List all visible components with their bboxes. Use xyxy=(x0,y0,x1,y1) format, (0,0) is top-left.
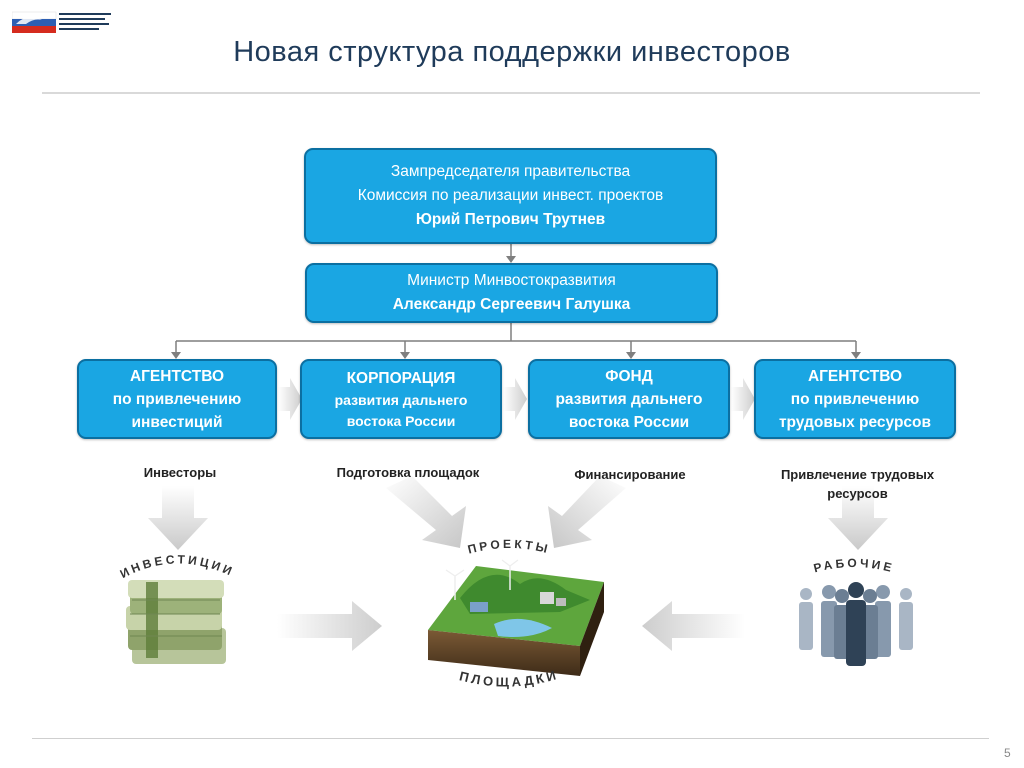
minister-box: Министр Минвостокразвития Александр Серг… xyxy=(305,263,718,323)
money-stack-icon xyxy=(126,580,226,664)
arrow-down-investors xyxy=(148,486,208,550)
ministry-logo xyxy=(11,10,112,36)
arrow-down-workers xyxy=(828,486,888,550)
workers-label: РАБОЧИЕ xyxy=(812,556,893,575)
title-divider xyxy=(42,92,980,94)
agency-4-line3: трудовых ресурсов xyxy=(778,413,932,431)
agency-2-line1: КОРПОРАЦИЯ xyxy=(346,369,456,387)
agency-4-line1: АГЕНТСТВО xyxy=(807,367,903,385)
top-box-line1: Зампредседателя правительства xyxy=(390,163,631,180)
agency-investments-box: АГЕНТСТВО по привлечению инвестиций xyxy=(77,359,277,439)
fund-box: ФОНД развития дальнего востока России xyxy=(528,359,730,439)
minister-box-name: Александр Сергеевич Галушка xyxy=(392,296,631,313)
arrow-between-2-3 xyxy=(503,378,527,420)
minister-box-line1: Министр Минвостокразвития xyxy=(407,272,616,289)
arrow-left-workers xyxy=(642,601,745,651)
arrow-between-1-2 xyxy=(278,378,302,420)
arrow-diag-financing xyxy=(548,476,626,548)
arrow-right-investments xyxy=(277,601,382,651)
agency-3-line2: развития дальнего xyxy=(555,390,703,408)
caption-investors: Инвесторы xyxy=(143,465,217,480)
caption-labor-line2: ресурсов xyxy=(827,486,888,501)
page-number: 5 xyxy=(1004,746,1011,760)
arrow-diag-preparation xyxy=(386,476,466,548)
page-title: Новая структура поддержки инвесторов xyxy=(233,36,791,68)
flag-emblem-icon xyxy=(11,11,111,33)
top-box-name: Юрий Петрович Трутнев xyxy=(415,211,606,228)
agency-4-line2: по привлечению xyxy=(790,390,920,408)
agency-1-line1: АГЕНТСТВО xyxy=(129,367,225,385)
caption-financing: Финансирование xyxy=(574,467,686,482)
deputy-chairman-box: Зампредседателя правительства Комиссия п… xyxy=(304,148,717,244)
corporation-box: КОРПОРАЦИЯ развития дальнего востока Рос… xyxy=(300,359,502,439)
sites-label: ПЛОЩАДКИ xyxy=(458,667,557,690)
caption-site-preparation: Подготовка площадок xyxy=(336,465,480,480)
agency-labor-box: АГЕНТСТВО по привлечению трудовых ресурс… xyxy=(754,359,956,439)
landscape-site-icon xyxy=(428,559,604,676)
caption-labor-line1: Привлечение трудовых xyxy=(780,467,935,482)
svg-text:ПРОЕКТЫ: ПРОЕКТЫ xyxy=(466,537,552,557)
agency-3-line3: востока России xyxy=(568,413,690,431)
agency-3-line1: ФОНД xyxy=(605,367,653,385)
projects-label: ПРОЕКТЫ xyxy=(466,537,549,557)
investments-label: ИНВЕСТИЦИИ xyxy=(118,552,234,581)
agency-2-line2: развития дальнего xyxy=(334,391,468,408)
top-box-line2: Комиссия по реализации инвест. проектов xyxy=(357,187,664,204)
connector-minister-branches xyxy=(175,323,857,353)
caption-labor: Привлечение трудовых ресурсов xyxy=(765,465,950,503)
svg-text:РАБОЧИЕ: РАБОЧИЕ xyxy=(812,556,896,575)
agency-1-line3: инвестиций xyxy=(131,413,223,431)
agency-2-line3: востока России xyxy=(346,412,456,429)
workers-group-icon xyxy=(799,582,913,666)
agency-1-line2: по привлечению xyxy=(112,390,242,408)
footer-divider xyxy=(32,738,989,739)
svg-text:ИНВЕСТИЦИИ: ИНВЕСТИЦИИ xyxy=(118,552,237,581)
arrow-between-3-4 xyxy=(731,378,755,420)
svg-text:ПЛОЩАДКИ: ПЛОЩАДКИ xyxy=(458,667,560,690)
